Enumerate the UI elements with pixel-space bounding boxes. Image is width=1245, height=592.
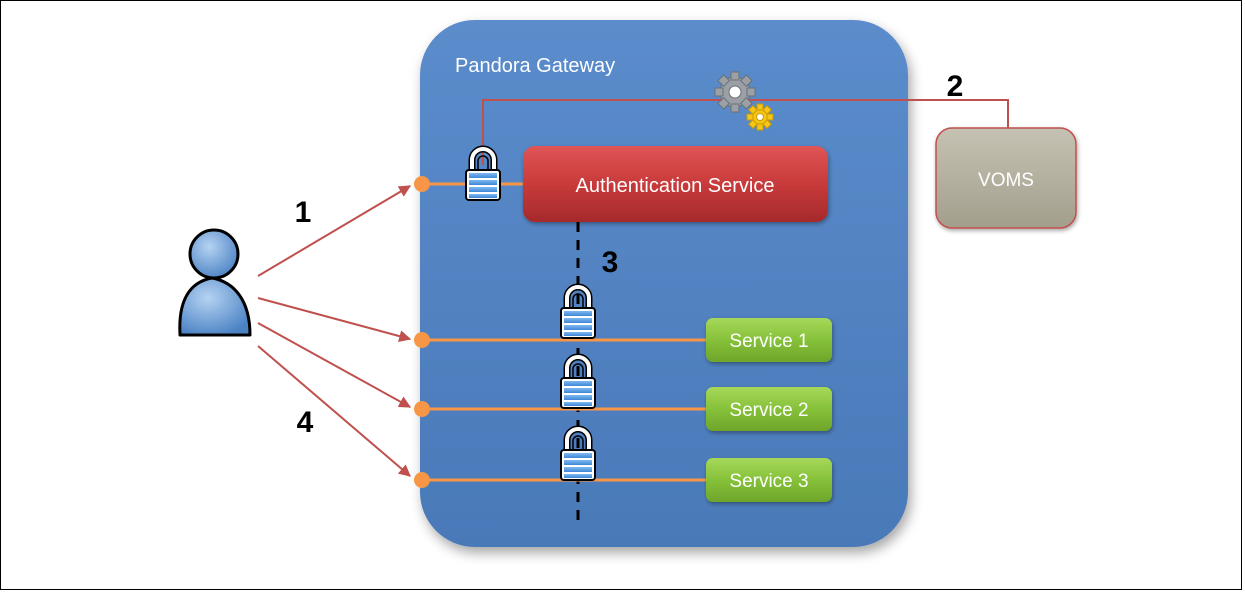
service-3-padlock-icon bbox=[561, 429, 595, 480]
service-1-padlock-icon bbox=[561, 287, 595, 338]
service-3-endpoint-dot bbox=[414, 472, 430, 488]
service-3-box bbox=[706, 458, 832, 502]
auth-endpoint-dot bbox=[414, 176, 430, 192]
arrow-user-to-service-2 bbox=[257, 322, 412, 408]
service-2-padlock-icon bbox=[561, 357, 595, 408]
gears-icon bbox=[714, 71, 774, 131]
service-1-endpoint-dot bbox=[414, 332, 430, 348]
step-number-2: 2 bbox=[947, 70, 964, 103]
gateway-title: Pandora Gateway bbox=[455, 55, 615, 77]
service-2-endpoint-dot bbox=[414, 401, 430, 417]
step-number-4: 4 bbox=[297, 406, 314, 439]
arrow-user-to-service-1 bbox=[257, 297, 412, 342]
user-icon bbox=[178, 228, 252, 337]
arrow-user-to-service-3 bbox=[257, 345, 411, 477]
voms-box bbox=[935, 127, 1077, 229]
step-number-3: 3 bbox=[602, 246, 619, 279]
service-1-label: Service 1 bbox=[729, 331, 808, 352]
auth-padlock-icon bbox=[466, 149, 500, 200]
service-1-box bbox=[706, 318, 832, 362]
voms-label: VOMS bbox=[978, 170, 1034, 191]
authentication-service-box bbox=[523, 146, 828, 222]
arrow-user-to-auth bbox=[257, 185, 412, 277]
service-3-label: Service 3 bbox=[729, 471, 808, 492]
authentication-service-label: Authentication Service bbox=[575, 175, 774, 197]
service-2-label: Service 2 bbox=[729, 400, 808, 421]
step-number-1: 1 bbox=[295, 196, 312, 229]
service-2-box bbox=[706, 387, 832, 431]
